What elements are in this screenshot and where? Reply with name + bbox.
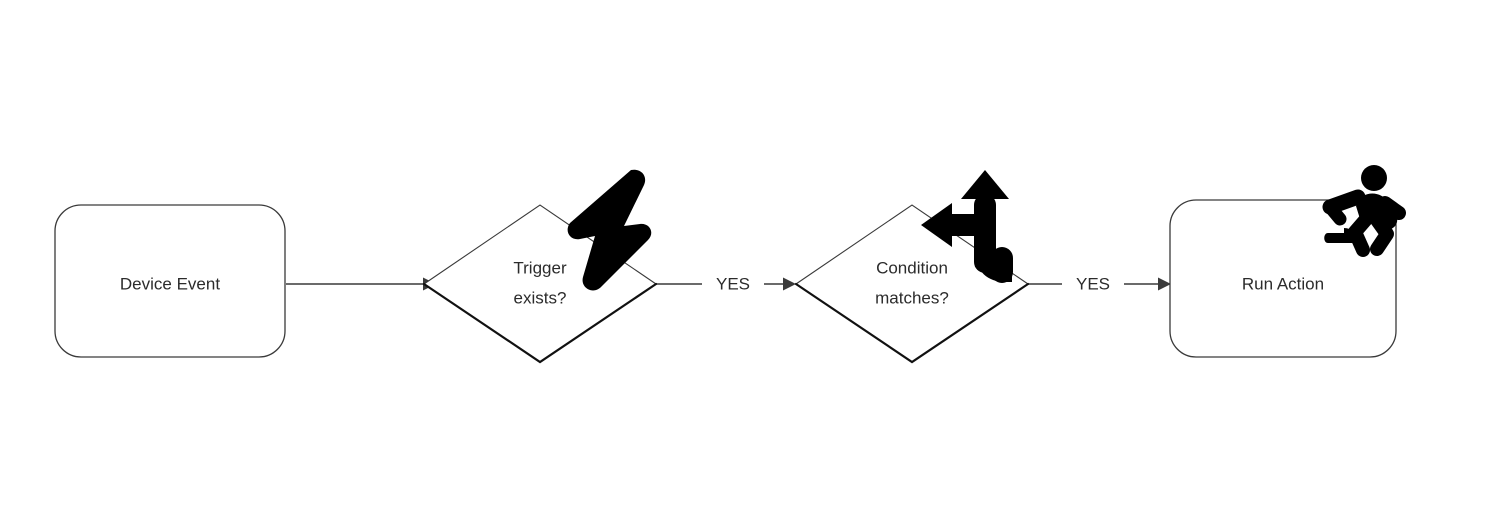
trigger-label-line-2: exists? <box>514 288 567 307</box>
node-condition-matches[interactable]: Condition matches? <box>794 170 1030 364</box>
arrowhead-2 <box>783 277 796 291</box>
edge-label-yes-1: YES <box>716 274 750 293</box>
edge-label-mask-3 <box>1062 272 1124 296</box>
run-action-label: Run Action <box>1242 274 1324 293</box>
edge-label-mask-2 <box>702 272 764 296</box>
edge-condition-to-run-action: YES <box>1028 272 1171 296</box>
trigger-diamond-lower-edges <box>422 282 658 364</box>
node-device-event[interactable]: Device Event <box>54 204 286 358</box>
trigger-label-line-1: Trigger <box>513 258 567 277</box>
node-run-action[interactable]: Run Action <box>1169 165 1406 358</box>
device-event-box[interactable] <box>54 204 286 358</box>
lightning-bolt-icon <box>567 169 652 291</box>
branch-arrow-icon <box>921 170 1013 283</box>
condition-diamond-lower-edges <box>794 282 1030 364</box>
node-trigger-exists[interactable]: Trigger exists? <box>422 169 658 364</box>
device-event-label: Device Event <box>120 274 220 293</box>
edge-device-event-to-trigger <box>286 277 436 291</box>
arrowhead-3 <box>1158 277 1171 291</box>
edge-trigger-to-condition: YES <box>656 272 796 296</box>
running-person-icon <box>1322 165 1406 257</box>
edge-label-yes-2: YES <box>1076 274 1110 293</box>
condition-label-line-2: matches? <box>875 288 949 307</box>
condition-label-line-1: Condition <box>876 258 948 277</box>
